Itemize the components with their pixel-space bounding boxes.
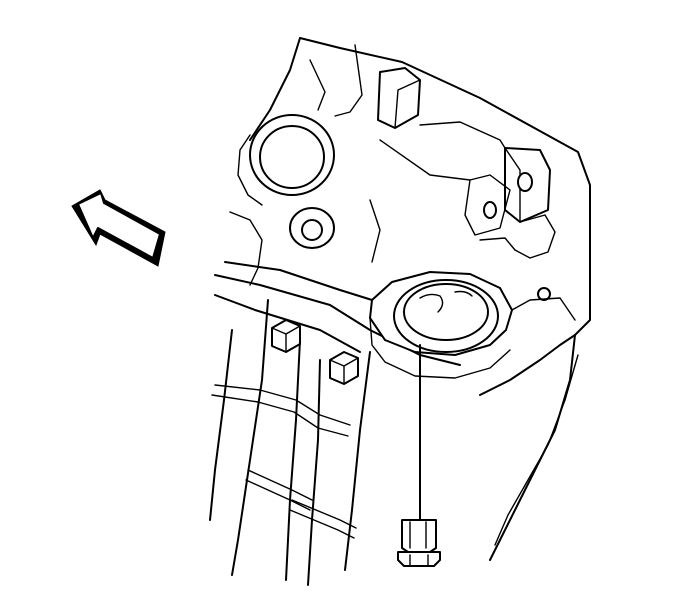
boss-lower-left xyxy=(229,207,335,286)
housing xyxy=(249,37,591,561)
drain-hole xyxy=(369,271,576,379)
direction-arrow xyxy=(71,189,166,267)
seal-ring xyxy=(237,114,335,206)
mounting-bolt xyxy=(271,319,359,385)
drain-plug xyxy=(397,344,441,567)
frame-rails xyxy=(209,299,371,586)
